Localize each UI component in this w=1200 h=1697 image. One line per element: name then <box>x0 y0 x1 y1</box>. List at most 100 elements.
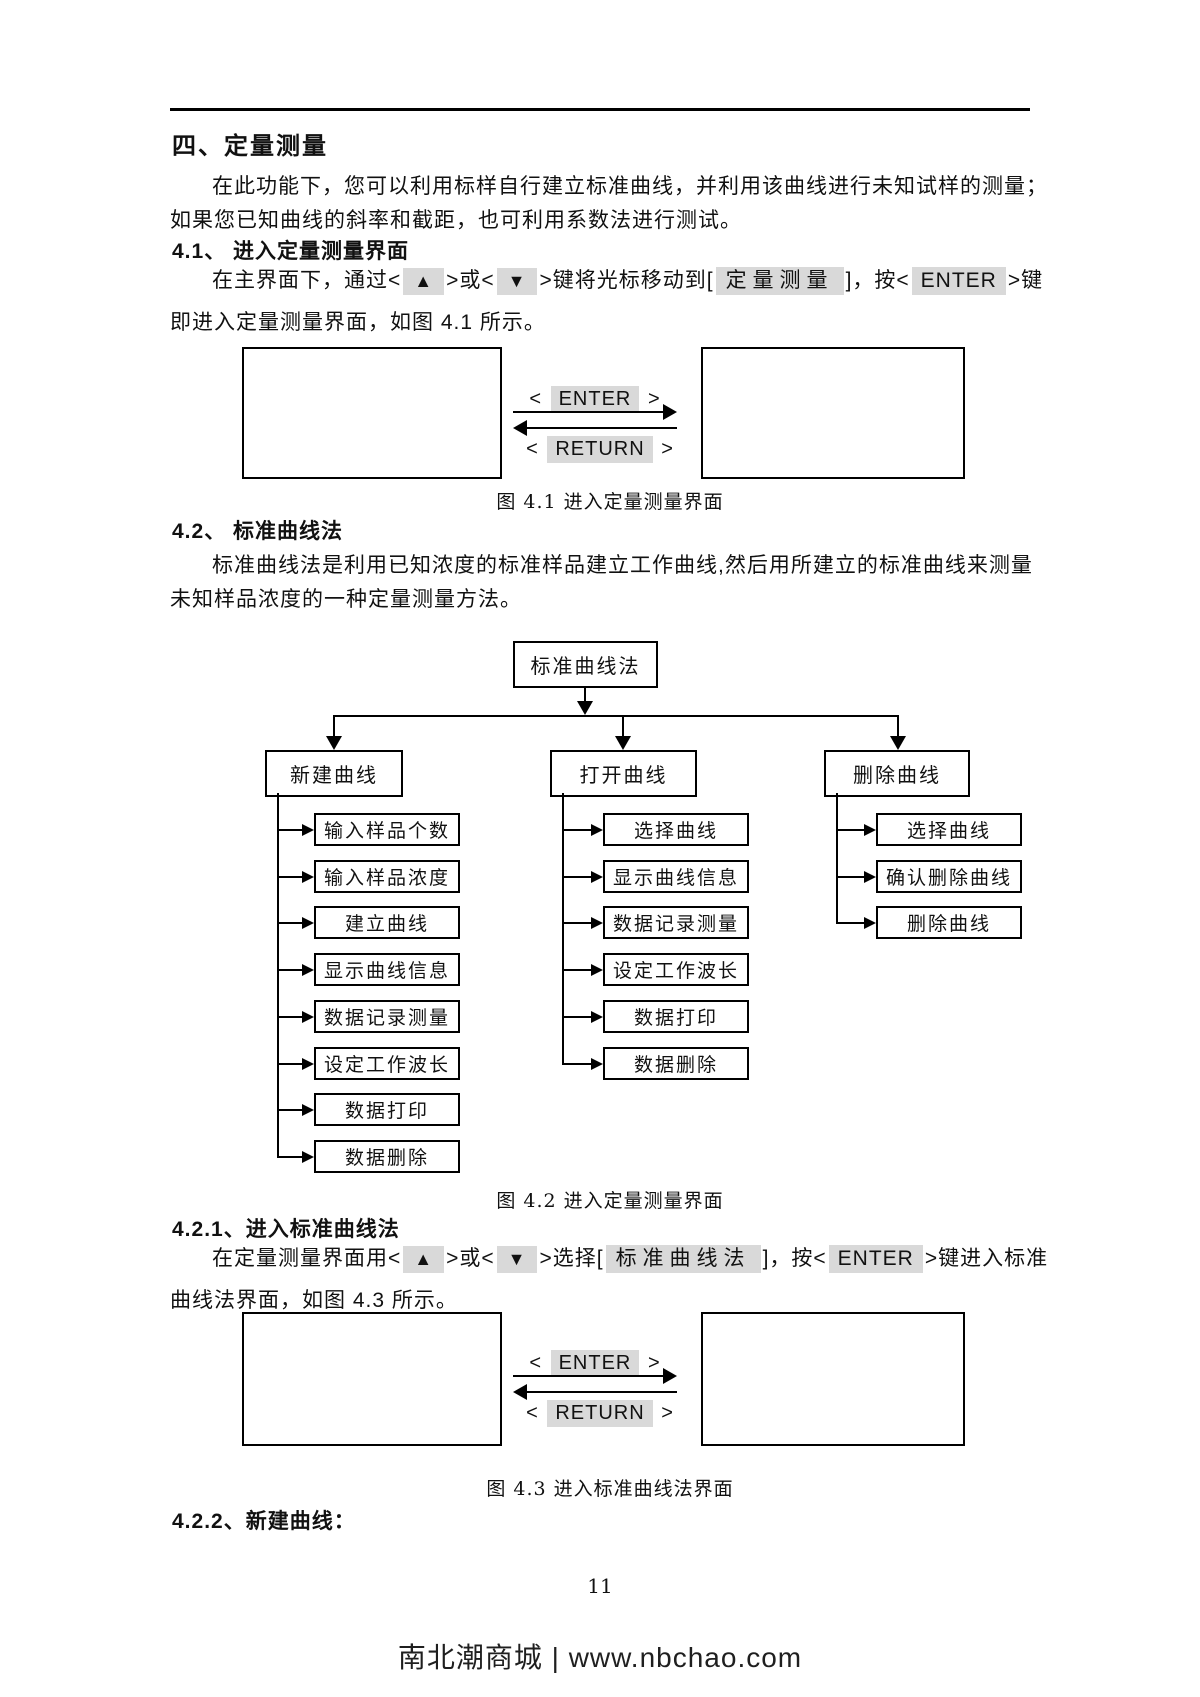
fig43-enter-label: < ENTER > <box>505 1350 685 1377</box>
text-run: 在定量测量界面用< <box>212 1247 402 1270</box>
text-run: ]，按< <box>762 1247 827 1270</box>
return-key-chip: RETURN <box>547 1400 653 1427</box>
flowchart-item-arrow-head <box>302 916 314 929</box>
fig41-arrow-right-head <box>663 404 677 420</box>
menu-item-chip: 定量测量 <box>715 267 844 296</box>
fig41-arrow-left-line <box>527 427 677 429</box>
flowchart-item-arrow-head <box>302 823 314 836</box>
fig41-return-label: < RETURN > <box>505 436 695 463</box>
flowchart-item-box: 选择曲线 <box>876 813 1022 846</box>
flowchart-item-connector <box>562 875 591 878</box>
flowchart-item-arrow-head <box>591 870 603 883</box>
fig43-arrow-left-line <box>527 1391 677 1393</box>
flowchart-item-arrow-head <box>591 963 603 976</box>
flowchart-item-box: 数据删除 <box>603 1047 749 1080</box>
fig41-arrow-right-line <box>513 411 665 413</box>
flowchart-item-arrow-head <box>864 870 876 883</box>
flowchart-item-connector <box>836 828 864 831</box>
top-rule <box>170 108 1030 111</box>
fig42-caption: 图 4.2 进入定量测量界面 <box>496 1190 724 1212</box>
flowchart-branch-box: 打开曲线 <box>550 750 697 797</box>
section-4-2-heading: 4.2、 标准曲线法 <box>172 520 344 543</box>
flowchart-item-box: 数据打印 <box>314 1093 460 1126</box>
return-key-chip: RETURN <box>547 436 653 463</box>
flowchart-item-box: 确认删除曲线 <box>876 860 1022 893</box>
angle-open: < <box>526 438 539 460</box>
flowchart-root-stem <box>584 686 586 701</box>
fig43-arrow-right-head <box>663 1368 677 1384</box>
flowchart-branch-stub <box>897 715 899 736</box>
para-4-1-line-1: 在主界面下，通过<▲>或<▼>键将光标移动到[定量测量]，按<ENTER>键 <box>212 264 1044 296</box>
flowchart-item-connector <box>277 1155 302 1158</box>
flowchart-item-arrow-head <box>302 1010 314 1023</box>
flowchart-item-arrow-head <box>591 823 603 836</box>
flowchart-item-box: 删除曲线 <box>876 906 1022 939</box>
flowchart-column-spine <box>836 793 838 923</box>
section-4-2-2-heading: 4.2.2、新建曲线： <box>172 1510 356 1533</box>
flowchart-item-box: 数据记录测量 <box>314 1000 460 1033</box>
flowchart-item-connector <box>562 1062 591 1065</box>
flowchart-item-arrow-head <box>591 916 603 929</box>
flowchart-item-box: 显示曲线信息 <box>314 953 460 986</box>
flowchart-column-spine <box>277 793 279 1157</box>
para-4-2-1-line-2: 曲线法界面，如图 4.3 所示。 <box>170 1289 458 1312</box>
flowchart-splitter-line <box>333 715 899 717</box>
angle-open: < <box>529 1352 543 1374</box>
flowchart-item-connector <box>277 968 302 971</box>
flowchart-item-box: 数据打印 <box>603 1000 749 1033</box>
flowchart-item-connector <box>277 1015 302 1018</box>
flowchart-item-connector <box>562 828 591 831</box>
fig43-arrow-right-line <box>513 1375 665 1377</box>
flowchart-item-box: 设定工作波长 <box>603 953 749 986</box>
fig43-return-label: < RETURN > <box>505 1400 695 1427</box>
flowchart-item-connector <box>277 921 302 924</box>
flowchart-item-box: 设定工作波长 <box>314 1047 460 1080</box>
page-number: 11 <box>587 1574 613 1598</box>
enter-key-chip: ENTER <box>911 267 1006 296</box>
flowchart-item-box: 数据记录测量 <box>603 906 749 939</box>
flowchart-item-arrow-head <box>302 870 314 883</box>
text-run: >或< <box>446 1247 495 1270</box>
fig41-enter-label: < ENTER > <box>505 386 685 413</box>
up-arrow-key-chip: ▲ <box>403 1246 445 1273</box>
fig43-left-screen-box <box>242 1312 502 1446</box>
chapter-title: 四、定量测量 <box>172 133 328 160</box>
flowchart-branch-stub <box>333 715 335 736</box>
text-run: 在主界面下，通过< <box>212 269 402 292</box>
para-4-1-line-2: 即进入定量测量界面，如图 4.1 所示。 <box>170 311 546 334</box>
flowchart-item-connector <box>277 875 302 878</box>
enter-key-chip: ENTER <box>828 1245 923 1274</box>
flowchart-item-arrow-head <box>302 1150 314 1163</box>
flowchart-item-arrow-head <box>864 916 876 929</box>
flowchart-item-box: 显示曲线信息 <box>603 860 749 893</box>
fig41-arrow-left-head <box>513 420 527 436</box>
intro-line-1: 在此功能下，您可以利用标样自行建立标准曲线，并利用该曲线进行未知试样的测量； <box>212 175 1048 198</box>
fig43-arrow-left-head <box>513 1384 527 1400</box>
fig41-caption: 图 4.1 进入定量测量界面 <box>496 491 724 513</box>
flowchart-item-box: 选择曲线 <box>603 813 749 846</box>
angle-close: > <box>647 1352 661 1374</box>
flowchart-branch-box: 删除曲线 <box>824 750 970 797</box>
flowchart-item-arrow-head <box>591 1057 603 1070</box>
enter-key-chip: ENTER <box>550 1350 640 1377</box>
flowchart-figure: 标准曲线法新建曲线输入样品个数输入样品浓度建立曲线显示曲线信息数据记录测量设定工… <box>265 641 1022 1173</box>
text-run: >键将光标移动到[ <box>539 269 714 292</box>
flowchart-item-connector <box>277 828 302 831</box>
section-4-1-heading: 4.1、 进入定量测量界面 <box>172 240 410 263</box>
flowchart-item-connector <box>277 1062 302 1065</box>
flowchart-item-connector <box>836 921 864 924</box>
text-run: >选择[ <box>539 1247 604 1270</box>
para-4-2-line-2: 未知样品浓度的一种定量测量方法。 <box>170 588 522 611</box>
flowchart-item-box: 建立曲线 <box>314 906 460 939</box>
text-run: >或< <box>446 269 495 292</box>
flowchart-root-box: 标准曲线法 <box>513 641 658 688</box>
site-footer: 南北潮商城 | www.nbchao.com <box>397 1642 803 1673</box>
flowchart-item-box: 输入样品浓度 <box>314 860 460 893</box>
flowchart-item-arrow-head <box>302 1103 314 1116</box>
section-4-2-1-heading: 4.2.1、进入标准曲线法 <box>172 1218 400 1241</box>
text-run: >键进入标准 <box>924 1247 1049 1270</box>
text-run: >键 <box>1007 269 1044 292</box>
angle-close: > <box>661 1402 674 1424</box>
flowchart-root-arrow-head <box>577 701 593 715</box>
flowchart-item-connector <box>836 875 864 878</box>
